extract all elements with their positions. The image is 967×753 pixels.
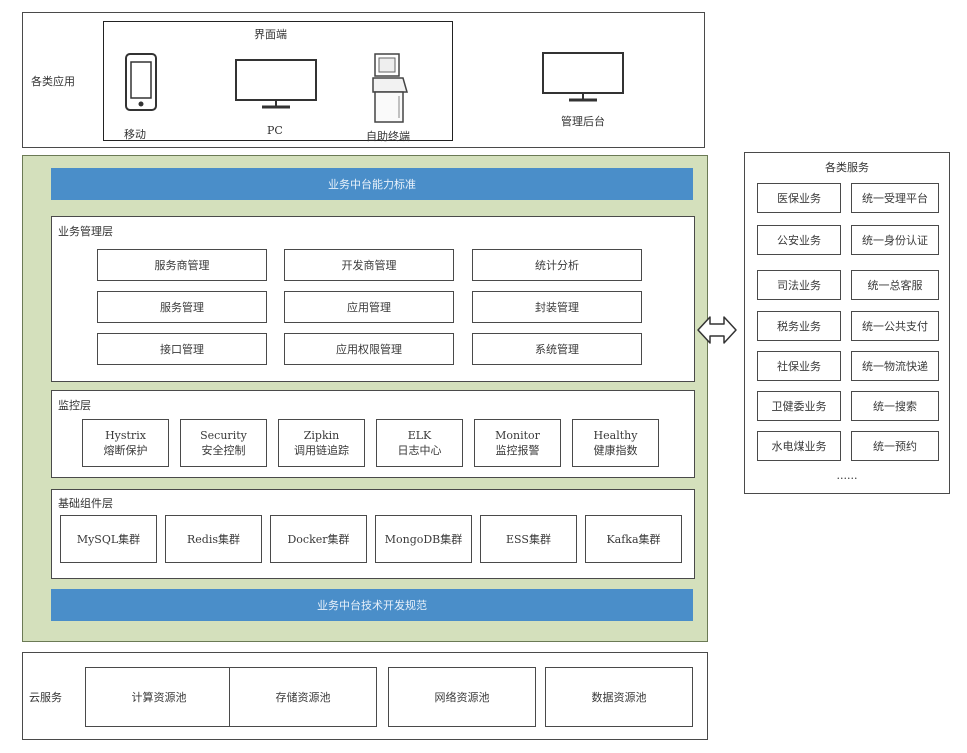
admin-label: 管理后台 [561, 115, 605, 128]
monitor-item-zh: 安全控制 [201, 444, 246, 457]
apps-section-label: 各类应用 [31, 75, 75, 88]
service-right-item: 统一受理平台 [851, 183, 939, 213]
monitor-item-zh: 监控报警 [495, 444, 540, 457]
monitor-item-en: Monitor [495, 429, 540, 442]
cloud-item: 数据资源池 [545, 667, 693, 727]
base-item: ESS集群 [480, 515, 577, 563]
service-left-item: 社保业务 [757, 351, 841, 381]
cloud-panel: 云服务 计算资源池 存储资源池 网络资源池 数据资源池 [22, 652, 708, 740]
business-item: 服务商管理 [97, 249, 267, 281]
business-layer: 业务管理层 服务商管理 开发商管理 统计分析 服务管理 应用管理 封装管理 接口… [51, 216, 695, 382]
mobile-label: 移动 [124, 128, 146, 141]
services-more: ...... [836, 469, 858, 482]
apps-panel: 各类应用 界面端 移动 PC 自助终端 管理后台 [22, 12, 705, 148]
monitor-item-zh: 健康指数 [593, 444, 638, 457]
cloud-item: 计算资源池 [85, 667, 233, 727]
monitor-item: Security 安全控制 [180, 419, 267, 467]
base-layer: 基础组件层 MySQL集群 Redis集群 Docker集群 MongoDB集群… [51, 489, 695, 579]
monitor-layer: 监控层 Hystrix 熔断保护 Security 安全控制 Zipkin 调用… [51, 390, 695, 478]
base-item: Redis集群 [165, 515, 262, 563]
monitor-item-en: Healthy [593, 429, 638, 442]
pc-label: PC [267, 124, 283, 137]
admin-monitor-icon [542, 52, 624, 102]
cloud-label: 云服务 [29, 691, 62, 704]
dev-spec-bar: 业务中台技术开发规范 [51, 589, 693, 621]
service-left-item: 税务业务 [757, 311, 841, 341]
business-item: 接口管理 [97, 333, 267, 365]
bidirectional-arrow-icon [697, 316, 737, 344]
service-right-item: 统一公共支付 [851, 311, 939, 341]
monitor-layer-label: 监控层 [58, 399, 91, 412]
business-item: 应用权限管理 [284, 333, 454, 365]
interface-group: 界面端 移动 PC 自助终端 [103, 21, 453, 143]
monitor-item-zh: 调用链追踪 [294, 444, 349, 457]
mobile-icon [125, 53, 157, 111]
kiosk-icon [372, 53, 408, 123]
monitor-item-en: ELK [407, 429, 432, 442]
business-item: 应用管理 [284, 291, 454, 323]
base-item: Docker集群 [270, 515, 367, 563]
monitor-item: Zipkin 调用链追踪 [278, 419, 365, 467]
service-left-item: 水电煤业务 [757, 431, 841, 461]
service-left-item: 公安业务 [757, 225, 841, 255]
business-item: 开发商管理 [284, 249, 454, 281]
pc-monitor-icon [235, 59, 317, 109]
base-item: MySQL集群 [60, 515, 157, 563]
base-item: Kafka集群 [585, 515, 682, 563]
cloud-item: 网络资源池 [388, 667, 536, 727]
base-item: MongoDB集群 [375, 515, 472, 563]
monitor-item: Hystrix 熔断保护 [82, 419, 169, 467]
kiosk-label: 自助终端 [366, 130, 410, 143]
services-title: 各类服务 [825, 161, 869, 174]
service-right-item: 统一物流快递 [851, 351, 939, 381]
monitor-item: Monitor 监控报警 [474, 419, 561, 467]
business-item: 统计分析 [472, 249, 642, 281]
monitor-item-en: Security [200, 429, 247, 442]
business-layer-label: 业务管理层 [58, 225, 113, 238]
capability-standard-bar: 业务中台能力标准 [51, 168, 693, 200]
service-right-item: 统一身份认证 [851, 225, 939, 255]
monitor-item: Healthy 健康指数 [572, 419, 659, 467]
service-right-item: 统一总客服 [851, 270, 939, 300]
monitor-item-zh: 熔断保护 [103, 444, 148, 457]
business-item: 系统管理 [472, 333, 642, 365]
business-item: 封装管理 [472, 291, 642, 323]
interface-label: 界面端 [254, 28, 287, 41]
monitor-item-en: Hystrix [105, 429, 146, 442]
services-panel: 各类服务 医保业务 公安业务 司法业务 税务业务 社保业务 卫健委业务 水电煤业… [744, 152, 950, 494]
cloud-item: 存储资源池 [229, 667, 377, 727]
service-left-item: 医保业务 [757, 183, 841, 213]
monitor-item: ELK 日志中心 [376, 419, 463, 467]
monitor-item-en: Zipkin [303, 429, 340, 442]
monitor-item-zh: 日志中心 [397, 444, 442, 457]
service-right-item: 统一搜索 [851, 391, 939, 421]
service-right-item: 统一预约 [851, 431, 939, 461]
service-left-item: 卫健委业务 [757, 391, 841, 421]
business-item: 服务管理 [97, 291, 267, 323]
middle-platform-panel: 业务中台能力标准 业务管理层 服务商管理 开发商管理 统计分析 服务管理 应用管… [22, 155, 708, 642]
base-layer-label: 基础组件层 [58, 497, 113, 510]
service-left-item: 司法业务 [757, 270, 841, 300]
